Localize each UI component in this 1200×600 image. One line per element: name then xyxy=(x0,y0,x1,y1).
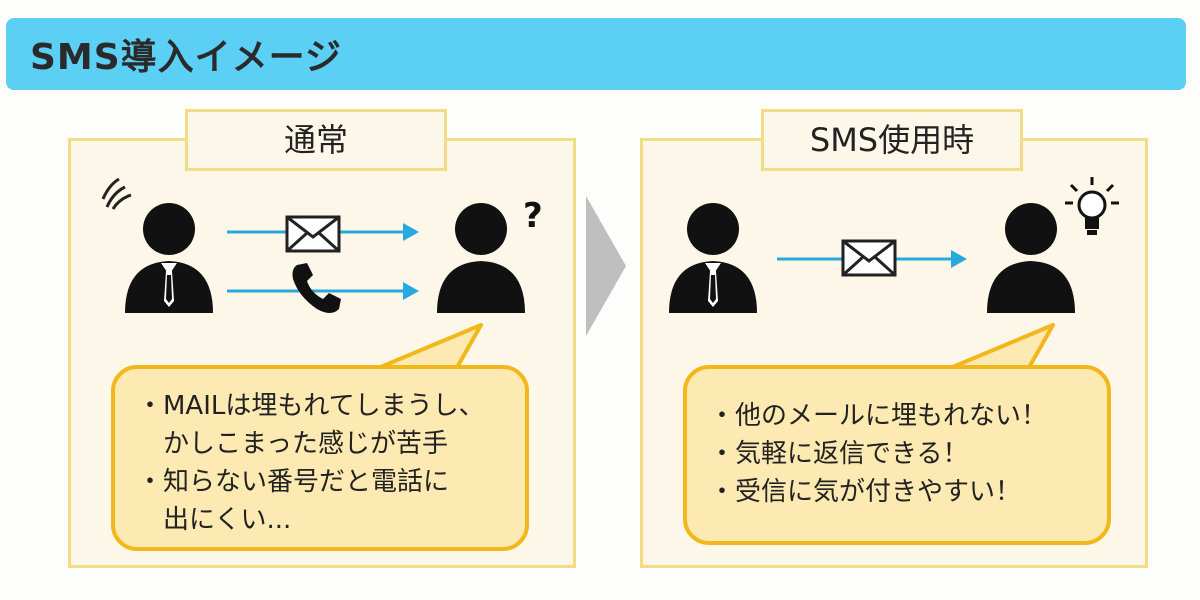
arrow-right-icon xyxy=(227,282,419,300)
phone-icon xyxy=(292,263,341,313)
panel-sms: SMS使用時 ・他のメールに埋もれない！ xyxy=(640,109,1148,568)
person-icon xyxy=(125,203,213,313)
bubble-line: ・他のメールに埋もれない！ xyxy=(709,401,1048,431)
divider-arrow-icon xyxy=(586,196,626,336)
panel-normal: 通常 ? xyxy=(68,109,576,568)
envelope-icon xyxy=(841,239,897,277)
bubble-line: 出にくい... xyxy=(137,505,292,535)
bubble-line: かしこまった感じが苦手 xyxy=(137,429,448,459)
page-title: SMS導入イメージ xyxy=(30,37,342,78)
svg-text:?: ? xyxy=(523,196,543,235)
person-icon xyxy=(669,203,757,313)
person-icon xyxy=(437,203,525,313)
speech-bubble-normal: ・MAILは埋もれてしまうし、 かしこまった感じが苦手 ・知らない番号だと電話に… xyxy=(111,365,529,551)
bubble-line: ・受信に気が付きやすい！ xyxy=(709,477,1022,507)
bubble-line: ・知らない番号だと電話に xyxy=(137,467,450,497)
vibration-icon xyxy=(101,177,132,210)
panel-sms-label: SMS使用時 xyxy=(761,109,1023,171)
lightbulb-icon xyxy=(1065,177,1119,235)
header-bar: SMS導入イメージ xyxy=(6,18,1186,90)
bubble-line: ・MAILは埋もれてしまうし、 xyxy=(137,391,485,421)
bubble-line: ・気軽に返信できる！ xyxy=(709,439,969,469)
panel-normal-label: 通常 xyxy=(185,109,447,171)
person-icon xyxy=(987,203,1075,313)
envelope-icon xyxy=(285,215,341,253)
speech-bubble-sms: ・他のメールに埋もれない！ ・気軽に返信できる！ ・受信に気が付きやすい！ xyxy=(683,365,1111,545)
question-mark-icon: ? xyxy=(523,196,543,235)
